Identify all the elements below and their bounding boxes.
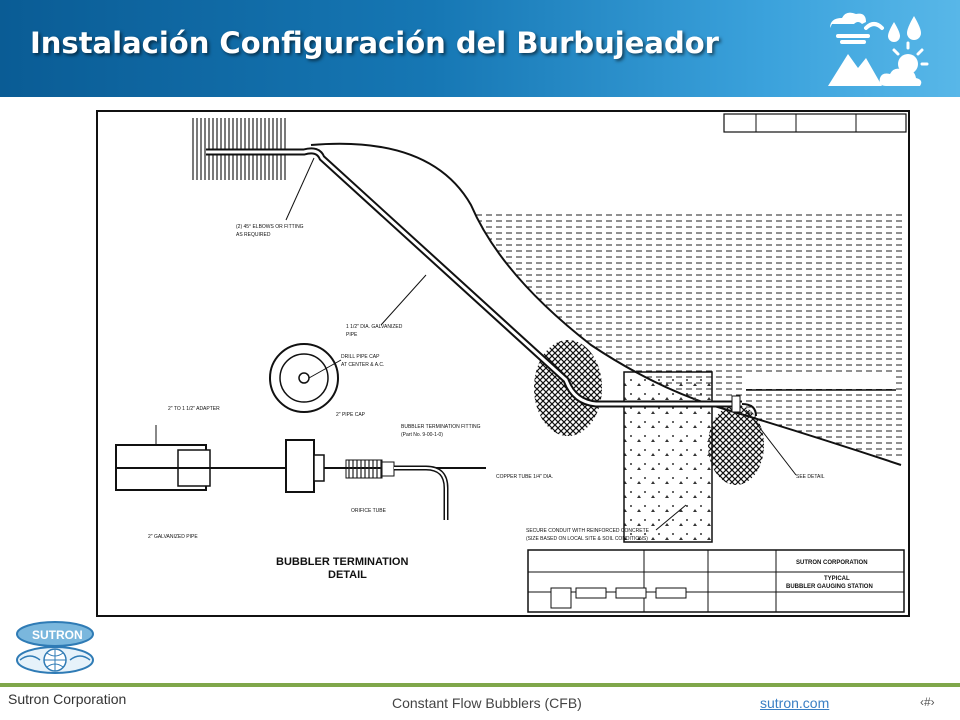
svg-text:PIPE: PIPE <box>346 332 358 338</box>
svg-text:(2) 45° ELBOWS OR FITTING: (2) 45° ELBOWS OR FITTING <box>236 224 304 230</box>
footer-topic: Constant Flow Bubblers (CFB) <box>392 695 582 711</box>
title-block-company: SUTRON CORPORATION <box>796 560 868 566</box>
sutron-logo: SUTRON <box>16 621 94 674</box>
svg-text:AT CENTER & A.C.: AT CENTER & A.C. <box>341 362 384 368</box>
detail-title-line2: DETAIL <box>328 569 367 581</box>
bubbler-installation-drawing: (2) 45° ELBOWS OR FITTING AS REQUIRED 1 … <box>96 110 910 617</box>
svg-text:SEE DETAIL: SEE DETAIL <box>796 474 825 480</box>
detail-title-line1: BUBBLER TERMINATION <box>276 556 408 568</box>
svg-text:SUTRON: SUTRON <box>32 628 83 642</box>
svg-text:AS REQUIRED: AS REQUIRED <box>236 232 271 238</box>
svg-text:2" TO 1 1/2" ADAPTER: 2" TO 1 1/2" ADAPTER <box>168 406 220 412</box>
footer-company: Sutron Corporation <box>8 691 127 707</box>
title-block-line2: BUBBLER GAUGING STATION <box>786 584 873 590</box>
svg-text:SECURE CONDUIT WITH REINFORCED: SECURE CONDUIT WITH REINFORCED CONCRETE <box>526 528 650 534</box>
svg-text:2" GALVANIZED PIPE: 2" GALVANIZED PIPE <box>148 534 198 540</box>
svg-text:(Part No. 9-00-1-0): (Part No. 9-00-1-0) <box>401 432 443 438</box>
footer-divider <box>0 683 960 687</box>
svg-text:COPPER TUBE 1/4" DIA.: COPPER TUBE 1/4" DIA. <box>496 474 553 480</box>
svg-text:BUBBLER TERMINATION FITTING: BUBBLER TERMINATION FITTING <box>401 424 481 430</box>
svg-text:1 1/2" DIA. GALVANIZED: 1 1/2" DIA. GALVANIZED <box>346 324 403 330</box>
footer-website-link[interactable]: sutron.com <box>760 695 830 711</box>
title-block: SUTRON CORPORATION TYPICAL BUBBLER GAUGI… <box>527 549 905 613</box>
slide-title: Instalación Configuración del Burbujeado… <box>30 26 719 60</box>
title-block-line1: TYPICAL <box>824 576 850 582</box>
weather-icons-logo <box>828 12 929 86</box>
svg-text:(SIZE BASED ON LOCAL SITE & SO: (SIZE BASED ON LOCAL SITE & SOIL CONDITI… <box>526 536 648 542</box>
svg-text:DRILL PIPE CAP: DRILL PIPE CAP <box>341 354 380 360</box>
slide-header: Instalación Configuración del Burbujeado… <box>0 0 960 97</box>
page-number: ‹#› <box>920 695 935 709</box>
svg-text:ORIFICE TUBE: ORIFICE TUBE <box>351 508 387 514</box>
svg-text:2" PIPE CAP: 2" PIPE CAP <box>336 412 366 418</box>
